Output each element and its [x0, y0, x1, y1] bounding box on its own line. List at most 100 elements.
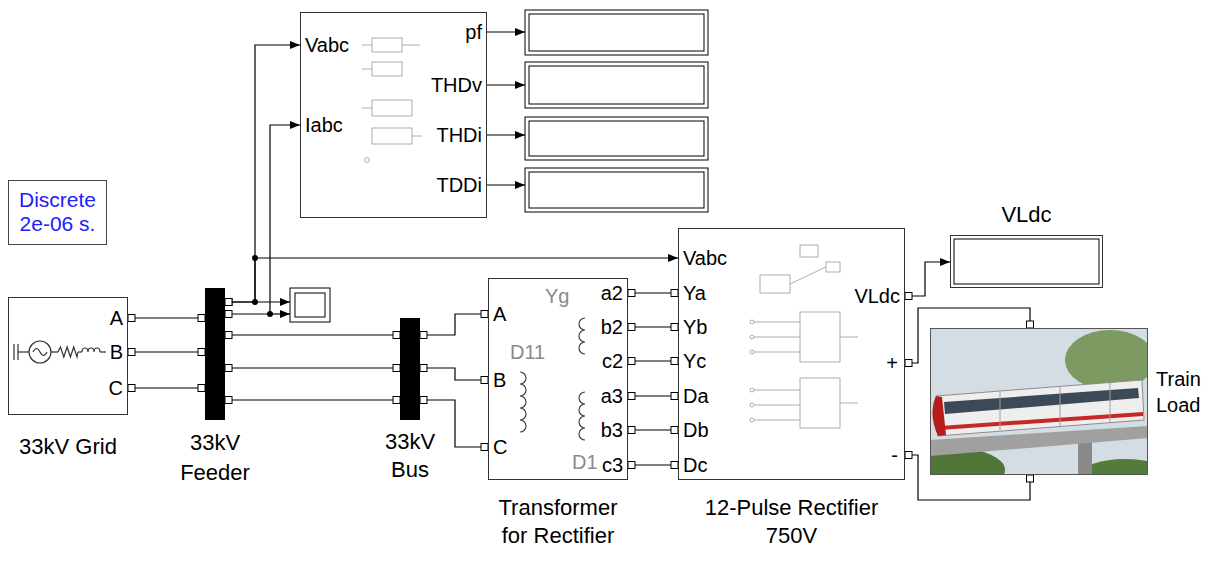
port-square [225, 397, 232, 404]
display-inner [529, 14, 704, 51]
display-inner [529, 172, 704, 208]
sketch-block [372, 128, 412, 144]
port-square [128, 349, 135, 356]
connection-line [905, 262, 950, 296]
port-square [671, 427, 678, 434]
port-square [420, 332, 427, 339]
port-label: THDv [431, 73, 482, 97]
port-label: + [886, 351, 898, 375]
scope-screen [295, 293, 325, 317]
port-label: b3 [601, 418, 623, 442]
scope-line [255, 301, 290, 302]
sketch-block [800, 312, 840, 362]
subsystem-sketch [362, 38, 422, 163]
port-square [671, 290, 678, 297]
display-inner [529, 121, 704, 156]
block-label: 33kV Bus [370, 428, 450, 484]
port-square [628, 324, 635, 331]
port-label: Iabc [305, 113, 343, 137]
port-square [225, 299, 232, 306]
winding-label: D11 [510, 340, 545, 364]
port-square [225, 365, 232, 372]
sketch-port [750, 418, 754, 422]
connection-line [225, 399, 400, 400]
port-square [128, 385, 135, 392]
secondary-winding [579, 318, 585, 354]
connection-line [225, 45, 300, 302]
ground-symbol [13, 344, 14, 360]
primary-winding [520, 372, 526, 432]
wire [51, 351, 58, 352]
port-label: - [891, 443, 898, 467]
signal-line [487, 134, 525, 135]
sketch-line [362, 45, 372, 46]
block-label: 33kV Feeder [167, 428, 263, 488]
port-square [671, 462, 678, 469]
port-label: Vabc [305, 33, 349, 57]
block-label: VLdc [950, 201, 1103, 229]
port-square [393, 332, 400, 339]
sketch-port [750, 335, 754, 339]
port-square [225, 332, 232, 339]
sketch-block [800, 378, 840, 428]
port-label: a2 [601, 281, 623, 305]
port-label: Db [683, 418, 709, 442]
port-label: A [110, 306, 123, 330]
port-square [225, 311, 232, 318]
signal-lines [255, 32, 525, 314]
secondary-winding [579, 392, 585, 440]
port-label: B [110, 340, 123, 364]
sketch-line [402, 45, 420, 46]
port-square [628, 462, 635, 469]
port-square [905, 452, 912, 459]
port-label: B [493, 368, 506, 392]
port-label: THDi [436, 123, 482, 147]
port-label: pf [465, 20, 482, 44]
port-square [1027, 321, 1034, 328]
port-square [628, 290, 635, 297]
scope-symbol [290, 288, 330, 322]
port-label: Vabc [683, 246, 727, 270]
sketch-line [412, 136, 422, 137]
port-label: VLdc [854, 284, 900, 308]
display-box [525, 10, 708, 55]
train-nose [932, 396, 946, 436]
display-box [525, 117, 708, 160]
ac-source [29, 341, 51, 363]
train-stripe [940, 412, 1143, 430]
port-label: Yc [683, 349, 706, 373]
display-block: VLdc [950, 235, 1103, 288]
train-load-block: Train Load [930, 328, 1148, 475]
wire [100, 351, 106, 352]
display-inner [954, 239, 1099, 284]
connection-line [225, 367, 400, 368]
display-box [525, 168, 708, 212]
connection-line [128, 351, 205, 352]
sketch-port [750, 320, 754, 324]
sketch-port [750, 350, 754, 354]
connection-line [905, 308, 1030, 363]
port-square [198, 349, 205, 356]
rectifier-block: VabcYaYbYcDaDbDcVLdc+-12-Pulse Rectifier… [678, 228, 905, 480]
sketch-line [362, 69, 372, 70]
sketch-port [365, 158, 370, 163]
port-square [905, 293, 912, 300]
port-square [628, 358, 635, 365]
port-square [481, 444, 488, 451]
sketch-block [760, 275, 790, 293]
sketch-block [800, 245, 818, 257]
block-label: Transformer for Rectifier [488, 494, 628, 550]
port-label: TDDi [436, 173, 482, 197]
block-label: Train Load [1156, 366, 1209, 418]
signal-line [487, 84, 525, 85]
solver-setting: Discrete 2e-06 s. [8, 188, 107, 236]
connection-line [128, 317, 205, 318]
port-square [198, 315, 205, 322]
display-inner [529, 66, 704, 104]
grid-source-block: ABC33kV Grid [8, 297, 128, 415]
block-label: 33kV Grid [0, 433, 138, 461]
sketch-port [750, 388, 754, 392]
connection-line [225, 334, 400, 335]
connection-line [420, 314, 488, 335]
port-square [420, 397, 427, 404]
